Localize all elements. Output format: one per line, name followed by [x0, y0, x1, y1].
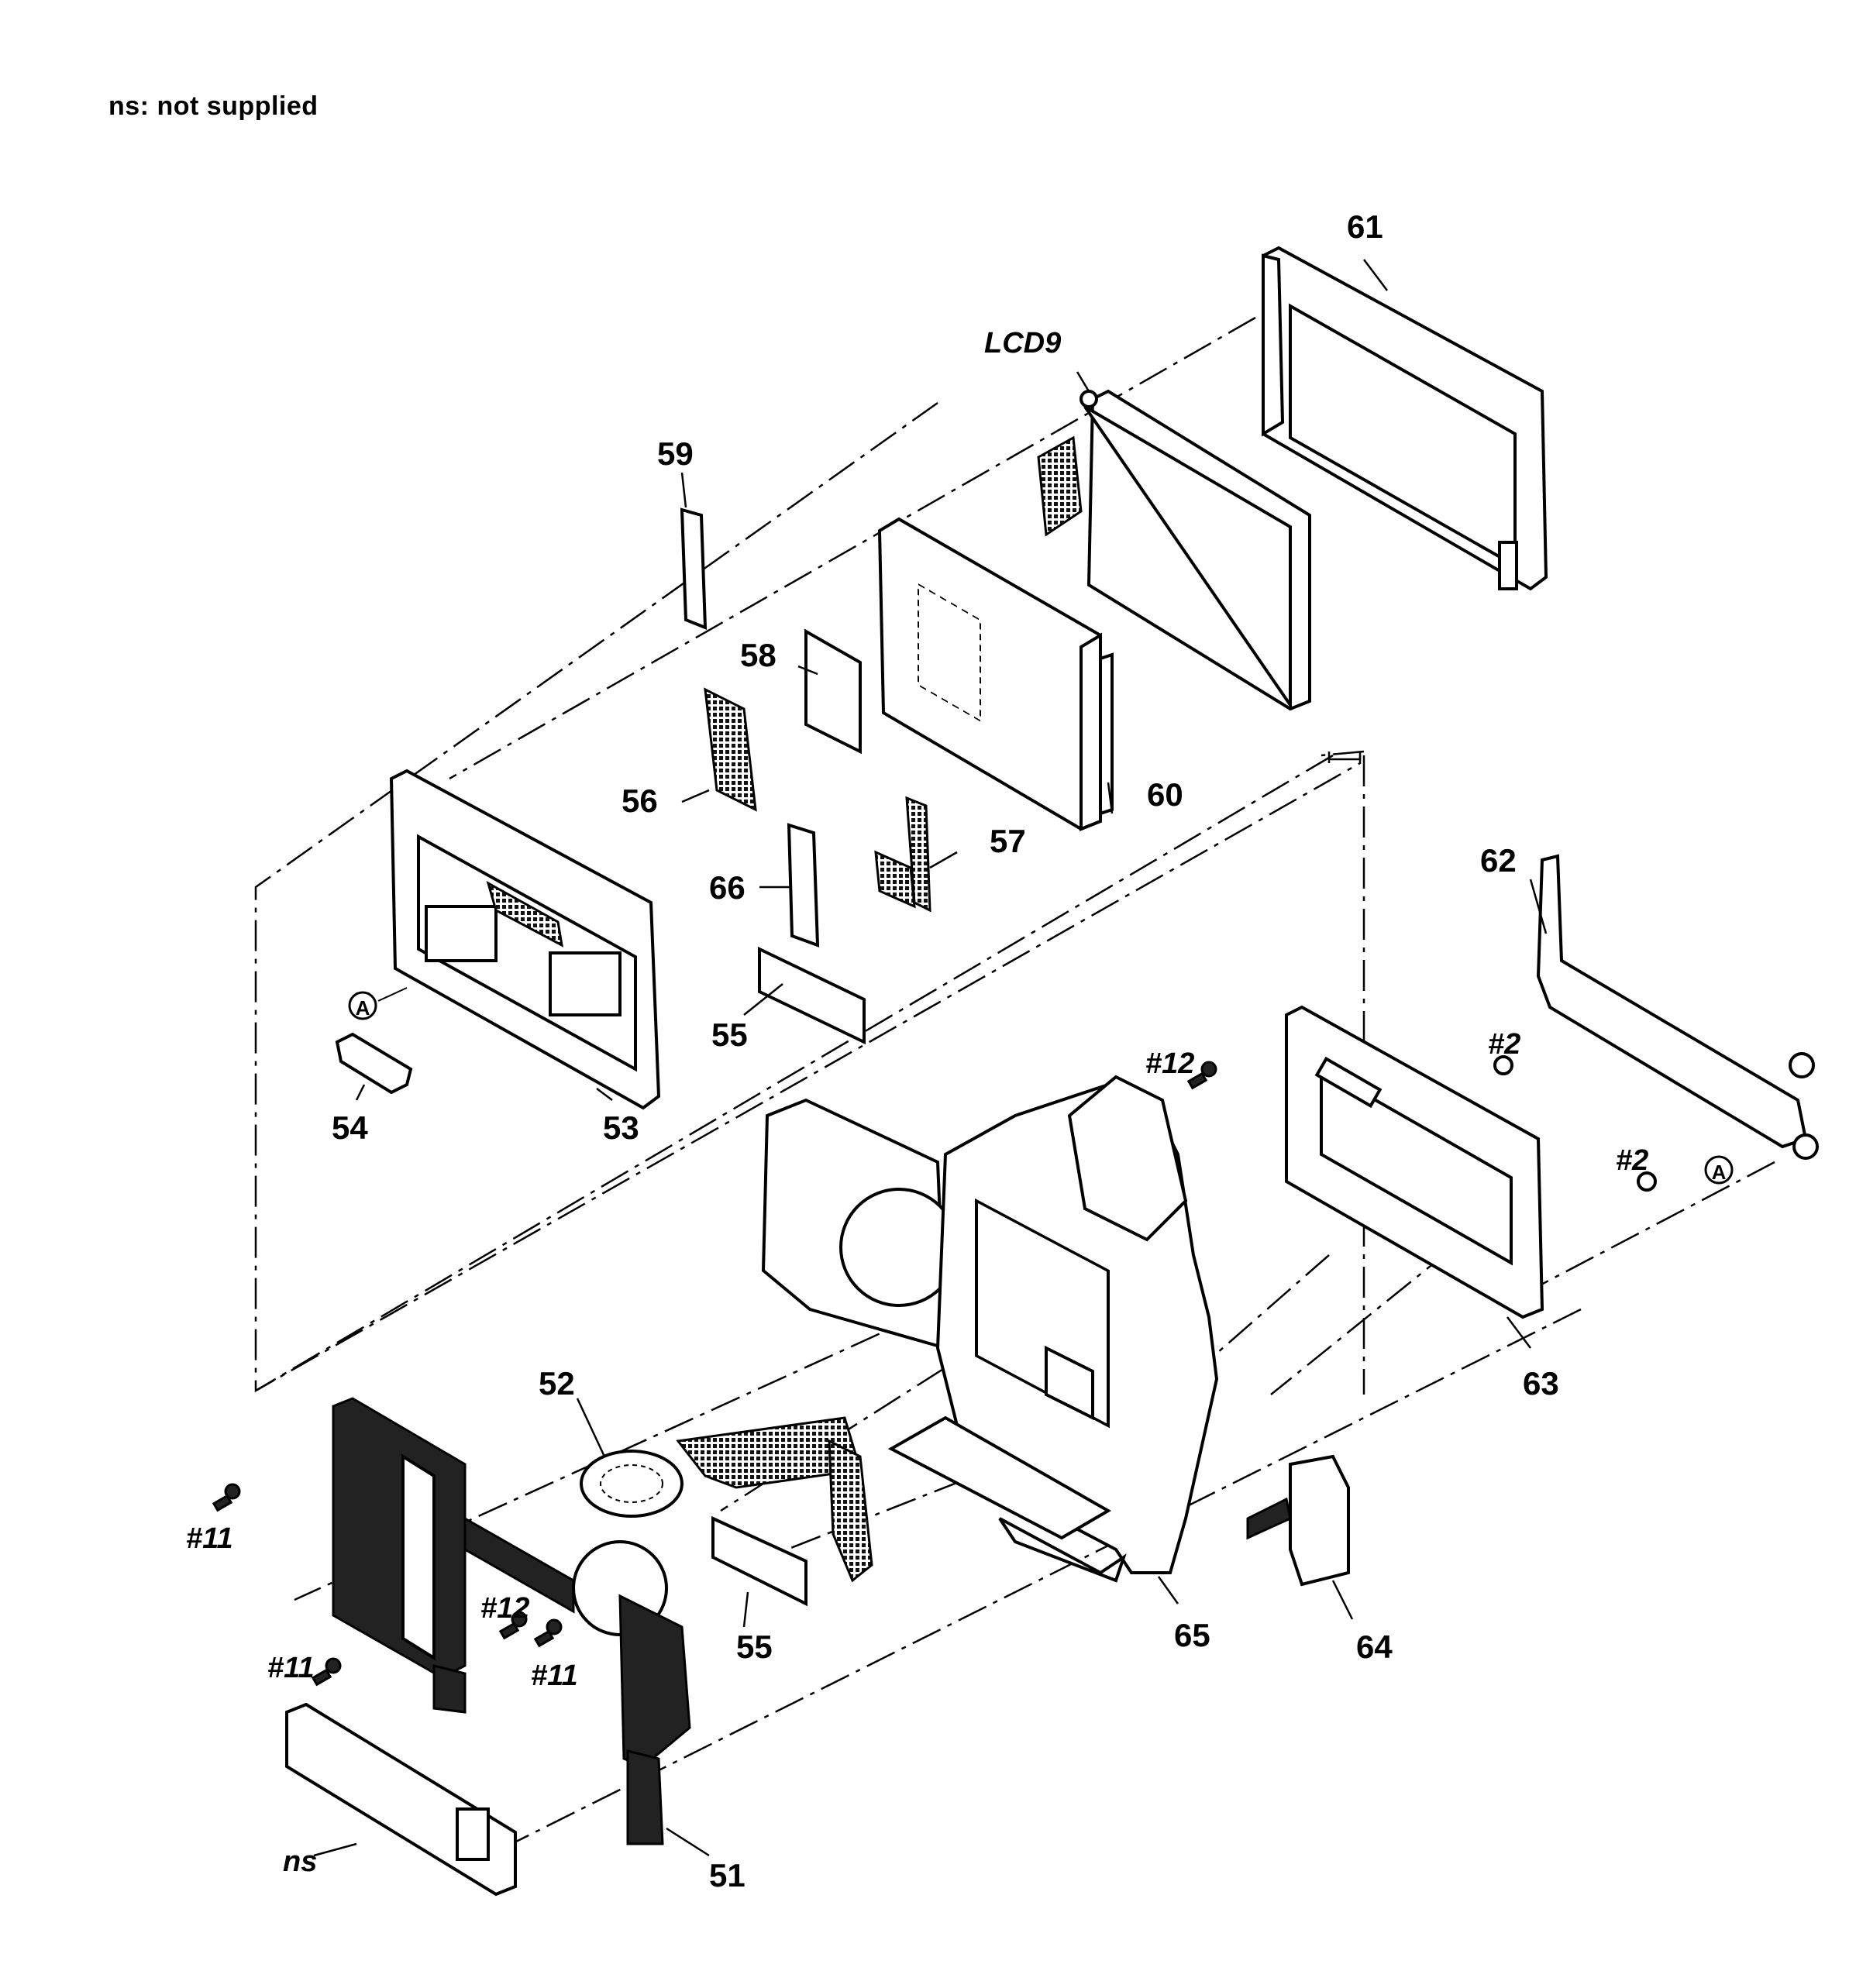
part-59-strip — [680, 507, 708, 630]
part-64-usb-cover — [1246, 1454, 1350, 1587]
part-52-mode-dial — [580, 1450, 684, 1518]
part-65-grip-cover — [676, 1416, 873, 1583]
screws — [212, 1055, 1657, 1687]
label-63: 63 — [1523, 1365, 1559, 1402]
reference-a-right: A — [1704, 1155, 1734, 1185]
label-55-upper: 55 — [711, 1016, 748, 1053]
part-57-cushion — [874, 796, 931, 913]
screw-2-upper — [1493, 1055, 1513, 1075]
part-55-sheet-upper — [758, 946, 866, 1045]
label-screw-2-lower: #2 — [1616, 1144, 1648, 1177]
label-57: 57 — [990, 823, 1026, 859]
part-56-cushion — [704, 687, 757, 812]
label-59: 59 — [657, 435, 694, 472]
label-65: 65 — [1174, 1617, 1210, 1653]
label-54: 54 — [332, 1109, 368, 1146]
label-screw-12-lower: #12 — [480, 1592, 529, 1625]
label-screw-12-upper: #12 — [1145, 1047, 1194, 1080]
part-53-chassis — [389, 769, 661, 1110]
screw-12-lower — [498, 1611, 528, 1640]
part-58-sheet — [804, 628, 862, 755]
screw-11-mid — [533, 1618, 563, 1648]
label-screw-11-mid: #11 — [531, 1660, 578, 1692]
part-63-plate — [1285, 1005, 1544, 1319]
screw-2-lower — [1637, 1171, 1657, 1192]
label-62: 62 — [1480, 842, 1517, 879]
svg-text:A: A — [356, 996, 370, 1020]
screw-11-upper — [212, 1483, 241, 1512]
lcd9-panel — [1037, 389, 1311, 711]
part-51-flex-board — [332, 1397, 691, 1845]
label-64: 64 — [1356, 1629, 1393, 1665]
label-screw-11-left: #11 — [267, 1652, 315, 1684]
label-53: 53 — [603, 1109, 639, 1146]
part-labels: 61 LCD9 59 58 56 60 57 66 55 54 53 62 63… — [186, 208, 1648, 1893]
screw-11-left — [311, 1657, 342, 1687]
part-66-strip — [787, 823, 820, 948]
part-62-bracket — [1536, 854, 1819, 1160]
label-ns: ns — [283, 1845, 317, 1878]
footnote-ns-not-supplied: ns: not supplied — [108, 91, 319, 121]
label-55-lower: 55 — [736, 1629, 773, 1665]
screw-12-upper — [1186, 1061, 1217, 1090]
label-52: 52 — [539, 1365, 575, 1402]
label-lcd9: LCD9 — [984, 327, 1061, 359]
label-61: 61 — [1347, 208, 1383, 245]
label-60: 60 — [1147, 776, 1183, 813]
label-56: 56 — [622, 782, 658, 819]
label-58: 58 — [740, 637, 776, 673]
part-61-lcd-frame — [1262, 246, 1548, 591]
label-screw-11-upper: #11 — [186, 1522, 233, 1555]
part-54-bracket — [335, 1032, 413, 1095]
leader-lines — [313, 259, 1548, 1857]
part-60-backlight — [877, 517, 1114, 831]
part-55-sheet-lower — [711, 1515, 807, 1607]
ns-bracket — [285, 1702, 517, 1897]
svg-text:A: A — [1712, 1161, 1727, 1184]
label-66: 66 — [709, 869, 745, 906]
label-screw-2-upper: #2 — [1488, 1028, 1520, 1061]
label-51: 51 — [709, 1857, 745, 1893]
camera-main-body — [761, 1075, 1219, 1583]
reference-a-left: A — [348, 987, 408, 1020]
